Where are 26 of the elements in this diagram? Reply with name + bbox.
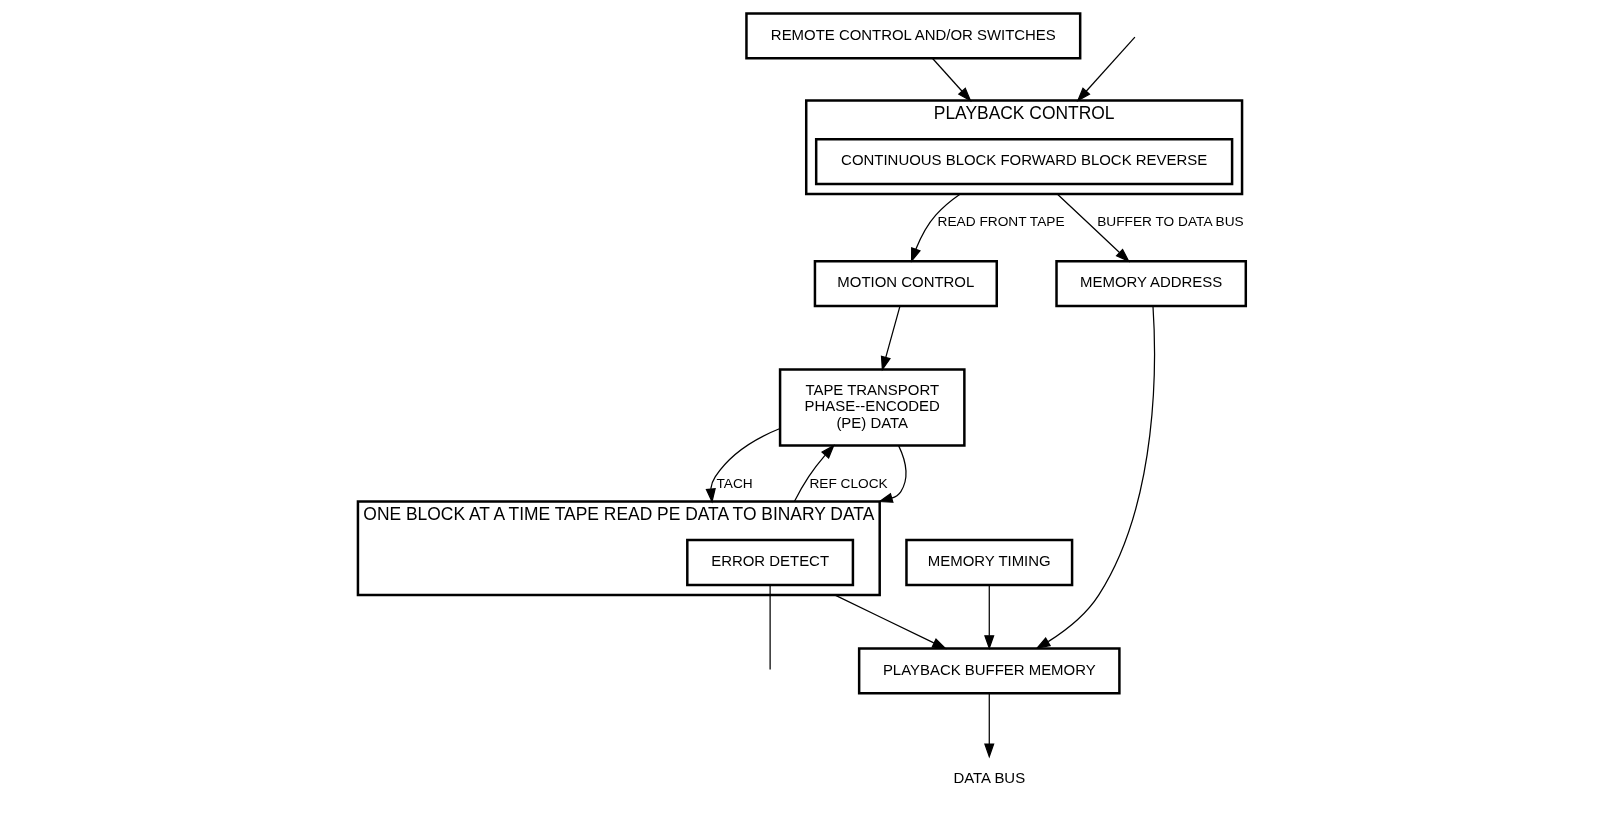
connector (769, 584, 771, 671)
node-box: TAPE TRANSPORT PHASE--ENCODED (PE) DATA (778, 368, 966, 447)
node-text: DATA BUS (952, 769, 1025, 787)
node-box: MEMORY TIMING (904, 538, 1073, 587)
arrow (705, 427, 781, 504)
arrow (1056, 193, 1130, 263)
edge-label: READ FRONT TAPE (937, 214, 1065, 230)
edge-label: BUFFER TO DATA BUS (1096, 214, 1244, 230)
arrow (983, 692, 994, 759)
arrow (1076, 36, 1135, 102)
node-box: MEMORY ADDRESS (1054, 259, 1247, 308)
edge-label: REF CLOCK (808, 475, 888, 491)
arrow (880, 305, 900, 372)
arrow (833, 594, 947, 650)
arrow (983, 584, 994, 651)
node-box: PLAYBACK BUFFER MEMORY (857, 647, 1121, 695)
arrow (931, 57, 972, 102)
arrow (877, 445, 907, 503)
node-box: CONTINUOUS BLOCK FORWARD BLOCK REVERSE (814, 137, 1233, 186)
arrow (910, 193, 961, 263)
edge-label: TACH (716, 475, 753, 491)
node-box: MOTION CONTROL (813, 259, 998, 308)
node-box: REMOTE CONTROL AND/OR SWITCHES (744, 12, 1081, 60)
arrow (1035, 305, 1155, 650)
node-box: ERROR DETECT (685, 538, 854, 587)
arrow (793, 444, 835, 503)
